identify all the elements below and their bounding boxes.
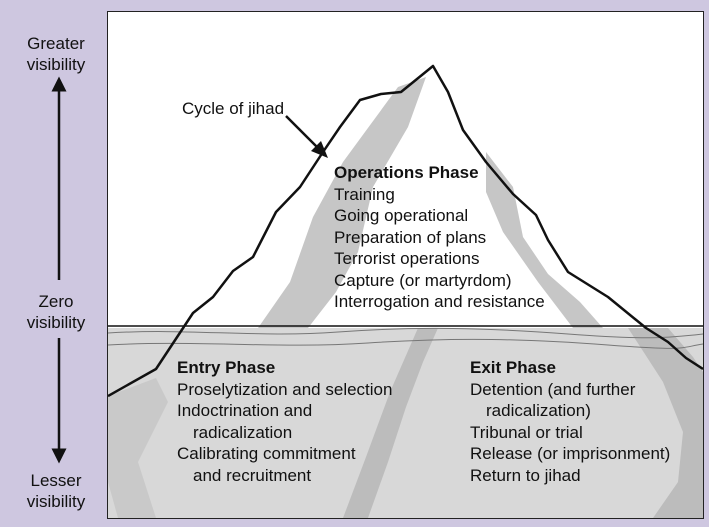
iceberg-outline [108, 64, 703, 398]
exit-phase-heading: Exit Phase [470, 358, 556, 377]
operations-item: Capture (or martyrdom) [334, 270, 512, 290]
exit-item: Tribunal or trial [470, 422, 583, 442]
entry-item: Calibrating commitment [177, 444, 356, 463]
wave-1 [108, 327, 703, 339]
entry-item: radicalization [193, 422, 293, 442]
cycle-band [258, 77, 426, 328]
operations-phase-heading: Operations Phase [334, 163, 479, 182]
cycle-band-under-left [108, 378, 168, 518]
entry-phase: Entry Phase Proselytization and selectio… [177, 357, 392, 486]
operations-item: Interrogation and resistance [334, 292, 545, 311]
operations-phase: Operations Phase Training Going operatio… [334, 162, 545, 313]
exit-item: Release (or imprisonment) [470, 444, 671, 463]
operations-item: Going operational [334, 206, 469, 225]
cycle-of-jihad-label: Cycle of jihad [182, 99, 285, 118]
exit-phase: Exit Phase Detention (and further radica… [470, 357, 670, 486]
entry-item: and recruitment [193, 465, 312, 485]
iceberg-diagram: Cycle of jihad Operations Phase Training… [107, 11, 704, 519]
callout-arrow [285, 115, 321, 151]
exit-item: radicalization) [486, 401, 591, 420]
operations-item: Training [334, 184, 395, 204]
operations-item: Preparation of plans [334, 227, 487, 247]
cycle-band-right [486, 152, 603, 328]
entry-item: Proselytization and selection [177, 379, 393, 399]
cycle-band-under-right [628, 328, 703, 518]
entry-item: Indoctrination and [177, 401, 313, 420]
entry-phase-heading: Entry Phase [177, 358, 276, 377]
exit-item: Detention (and further [470, 379, 636, 399]
cycle-band-under [343, 328, 438, 518]
exit-item: Return to jihad [470, 465, 581, 485]
callout-arrow-head [311, 141, 328, 158]
wave-2 [108, 338, 703, 349]
operations-item: Terrorist operations [334, 249, 480, 268]
iceberg-art [108, 64, 703, 518]
